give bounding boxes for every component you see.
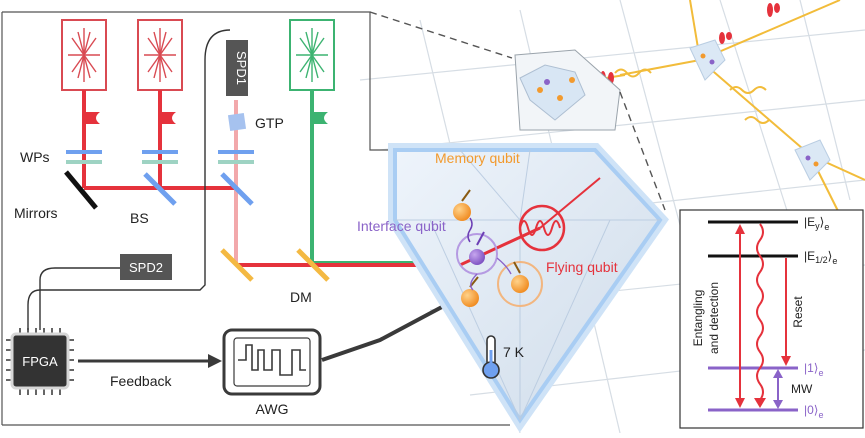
laser-red-1 <box>61 19 107 91</box>
spd1-detector: SPD1 <box>226 40 249 96</box>
spd1-label: SPD1 <box>234 51 249 85</box>
bs-label: BS <box>130 210 149 226</box>
spd2-detector: SPD2 <box>120 254 172 280</box>
reset-label: Reset <box>791 296 805 328</box>
awg-label: AWG <box>256 401 289 417</box>
detection-label: and detection <box>707 282 721 354</box>
memory-qubit-label: Memory qubit <box>435 150 520 166</box>
energy-level-panel <box>679 209 864 429</box>
flying-qubit-label: Flying qubit <box>546 259 618 275</box>
mirrors-label: Mirrors <box>14 205 58 221</box>
interface-qubit-label: Interface qubit <box>357 218 446 234</box>
fpga-chip: FPGA <box>6 328 74 395</box>
feedback-label: Feedback <box>110 373 172 389</box>
gtp-prism <box>227 112 247 132</box>
gtp-label: GTP <box>255 115 284 131</box>
level-one-label: |1⟩e <box>804 361 824 378</box>
level-zero-label: |0⟩e <box>804 403 824 420</box>
entangling-label: Entangling <box>691 290 705 347</box>
fpga-label: FPGA <box>22 354 58 369</box>
beam-splitter-2 <box>220 172 254 206</box>
wps-label: WPs <box>20 149 50 165</box>
spd2-label: SPD2 <box>129 260 163 275</box>
laser-red-2 <box>137 19 183 91</box>
waveplates <box>66 150 254 164</box>
zoom-inset <box>369 11 666 211</box>
level-ey-label: |Ey⟩e <box>804 215 829 232</box>
dm-label: DM <box>290 289 312 305</box>
beam-flags <box>84 112 328 124</box>
memory-qubit-top <box>453 189 471 221</box>
laser-green <box>289 19 335 91</box>
temperature-label: 7 K <box>503 344 525 360</box>
dichroic-mirror-1 <box>220 248 254 282</box>
level-e12-label: |E1/2⟩e <box>804 249 837 266</box>
mw-label: MW <box>791 382 813 396</box>
mirror <box>64 170 98 210</box>
feedback-arrow <box>78 354 222 368</box>
beam-splitter <box>143 172 177 206</box>
thermometer-icon <box>482 335 500 379</box>
fiber-cables <box>27 29 231 330</box>
memory-qubit-right <box>497 261 543 307</box>
network-diamond-nodes <box>689 39 831 181</box>
awg-box <box>222 328 322 396</box>
dichroic-mirror <box>296 248 330 282</box>
